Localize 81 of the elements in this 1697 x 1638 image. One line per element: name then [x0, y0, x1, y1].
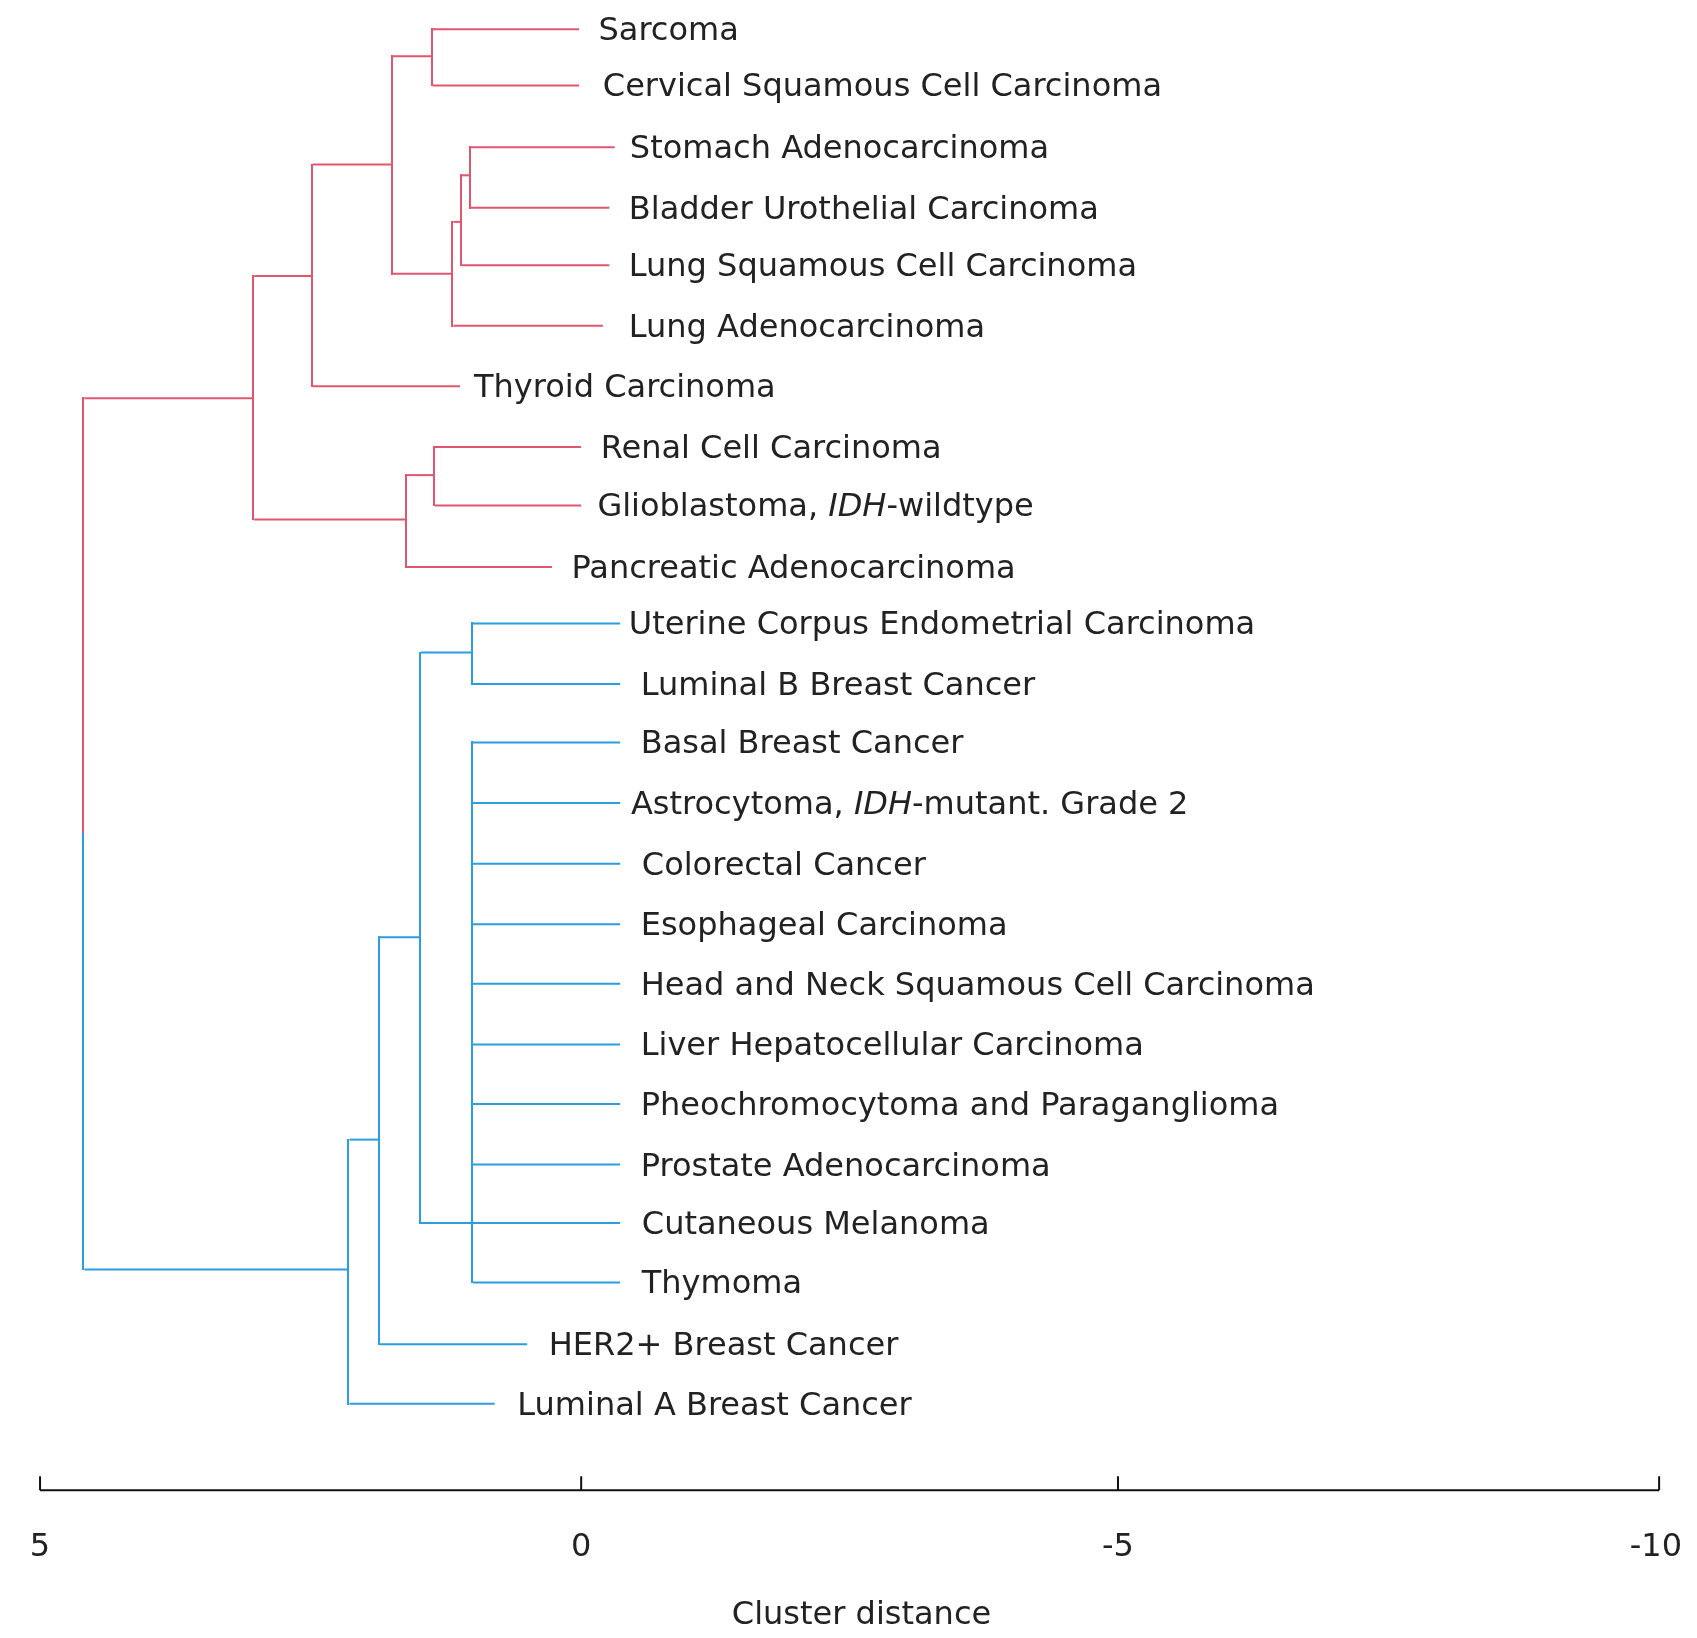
cancer-type-label: Uterine Corpus Endometrial Carcinoma — [620, 604, 1256, 643]
branch-line — [469, 146, 616, 149]
cancer-type-label: Prostate Adenocarcinoma — [620, 1145, 1051, 1184]
cancer-type-label: HER2+ Breast Cancer — [527, 1325, 899, 1364]
branch-line — [253, 275, 313, 277]
cluster-bar — [470, 741, 473, 1284]
cancer-type-label: Liver Hepatocellular Carcinoma — [620, 1025, 1144, 1064]
cancer-type-label: Thyroid Carcinoma — [459, 367, 776, 406]
branch-line — [434, 504, 583, 507]
branch-line — [471, 923, 622, 926]
cluster-bar — [451, 220, 454, 327]
cancer-type-label: Lung Adenocarcinoma — [602, 306, 986, 345]
cancer-type-label: Sarcoma — [579, 10, 739, 49]
branch-line — [461, 264, 611, 267]
cluster-bar — [82, 397, 85, 1271]
branch-line — [471, 1102, 622, 1105]
branch-line — [471, 982, 622, 985]
cancer-type-label: Thymoma — [620, 1263, 803, 1302]
cluster-bar — [470, 622, 473, 685]
branch-line — [391, 272, 454, 275]
tick-label: 0 — [571, 1526, 592, 1565]
branch-line — [391, 55, 433, 58]
tick-label: 5 — [29, 1526, 51, 1565]
branch-line — [348, 1402, 496, 1405]
cancer-type-label: Colorectal Cancer — [620, 844, 926, 883]
cluster-bar — [404, 474, 407, 569]
branch-line — [253, 518, 407, 521]
cancer-type-label: Pancreatic Adenocarcinoma — [551, 548, 1016, 587]
branch-line — [311, 163, 393, 166]
axis-title: Cluster distance — [731, 1593, 992, 1632]
branch-line — [431, 28, 580, 31]
branch-line — [311, 385, 461, 388]
branch-line — [471, 802, 622, 805]
branch-line — [471, 1163, 622, 1166]
cluster-bar — [310, 163, 313, 388]
branch-line — [452, 220, 463, 223]
branch-line — [83, 397, 255, 400]
cancer-type-label: Cervical Squamous Cell Carcinoma — [579, 66, 1162, 105]
branch-line — [469, 206, 611, 209]
cluster-bar — [430, 28, 433, 87]
cluster-bar — [390, 55, 393, 275]
cancer-type-label: Glioblastoma, IDH-wildtype — [581, 486, 1034, 525]
cluster-bar — [418, 651, 421, 1224]
cluster-bar — [377, 936, 380, 1346]
branch-line — [419, 1221, 473, 1224]
cancer-type-label: Bladder Urothelial Carcinoma — [609, 188, 1099, 227]
cancer-type-label: Astrocytoma, IDH-mutant. Grade 2 — [620, 784, 1189, 823]
branch-line — [471, 741, 622, 744]
branch-line — [471, 862, 622, 865]
cancer-type-label: Renal Cell Carcinoma — [581, 427, 942, 466]
cluster-bar — [460, 174, 463, 267]
branch-line — [471, 622, 622, 625]
branch-line — [378, 1343, 529, 1346]
branch-line — [461, 174, 471, 177]
branch-line — [471, 1221, 622, 1224]
branch-line — [83, 1268, 350, 1271]
cancer-type-label: Esophageal Carcinoma — [620, 905, 1008, 944]
branch-line — [419, 651, 473, 654]
cancer-type-label: Luminal A Breast Cancer — [494, 1384, 912, 1423]
branch-line — [471, 1043, 622, 1046]
cluster-bar — [468, 146, 471, 209]
cancer-type-label: Cutaneous Melanoma — [620, 1203, 990, 1242]
branch-line — [378, 936, 421, 939]
cancer-type-label: Basal Breast Cancer — [620, 723, 964, 762]
branch-line — [452, 324, 604, 327]
tick-label: -5 — [1102, 1526, 1134, 1565]
branch-line — [405, 474, 435, 477]
branch-line — [348, 1138, 380, 1141]
branch-line — [434, 446, 583, 448]
cancer-type-label: Luminal B Breast Cancer — [620, 665, 1036, 703]
tick-label: -10 — [1629, 1526, 1682, 1565]
branch-line — [471, 1281, 622, 1284]
branch-line — [431, 84, 580, 87]
branch-line — [471, 683, 622, 685]
cancer-type-label: Pheochromocytoma and Paraganglioma — [620, 1084, 1280, 1123]
cancer-type-label: Lung Squamous Cell Carcinoma — [609, 246, 1137, 285]
cluster-bar — [347, 1138, 350, 1405]
cluster-bar — [252, 274, 255, 521]
cancer-type-label: Head and Neck Squamous Cell Carcinoma — [620, 964, 1315, 1003]
branch-line — [405, 566, 553, 569]
cancer-type-label: Stomach Adenocarcinoma — [614, 128, 1050, 167]
